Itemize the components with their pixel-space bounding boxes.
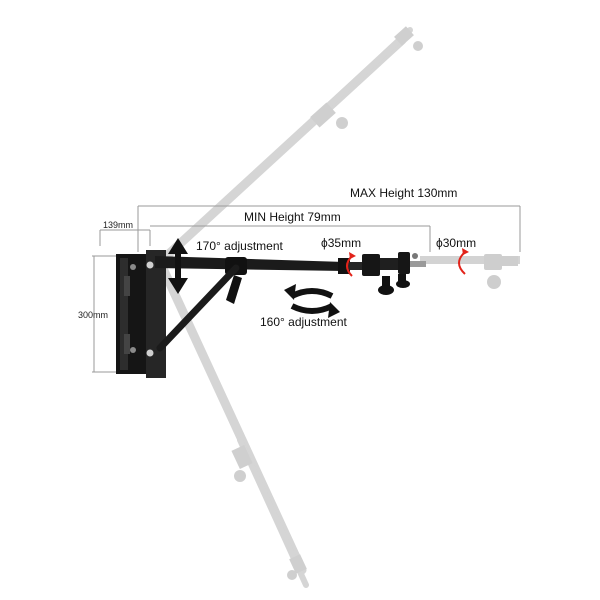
- support-strut: [156, 264, 240, 352]
- horizontal-adjustment-label: 160° adjustment: [260, 315, 348, 329]
- plate-depth-label: 139mm: [103, 220, 133, 230]
- horizontal-rotation-arrow-icon: [284, 284, 340, 318]
- min-height-label: MIN Height 79mm: [244, 210, 341, 224]
- diameter-small-label: ϕ30mm: [436, 236, 476, 250]
- ghost-arm-lower: [155, 257, 309, 588]
- ghost-arm-upper: [155, 26, 423, 267]
- vertical-adjustment-label: 170° adjustment: [196, 239, 284, 253]
- rotation-marker-icon-small: [458, 248, 469, 275]
- vertical-adjustment-arrow-icon: [168, 238, 188, 294]
- ghost-arm-extension: [420, 254, 520, 289]
- end-clamp: [362, 252, 426, 295]
- dimension-lines: [92, 205, 521, 373]
- diameter-large-label: ϕ35mm: [321, 236, 361, 250]
- plate-height-label: 300mm: [78, 310, 108, 320]
- rotation-marker-icon-large: [346, 252, 356, 277]
- max-height-label: MAX Height 130mm: [350, 186, 457, 200]
- wall-mount-plate: [116, 250, 166, 378]
